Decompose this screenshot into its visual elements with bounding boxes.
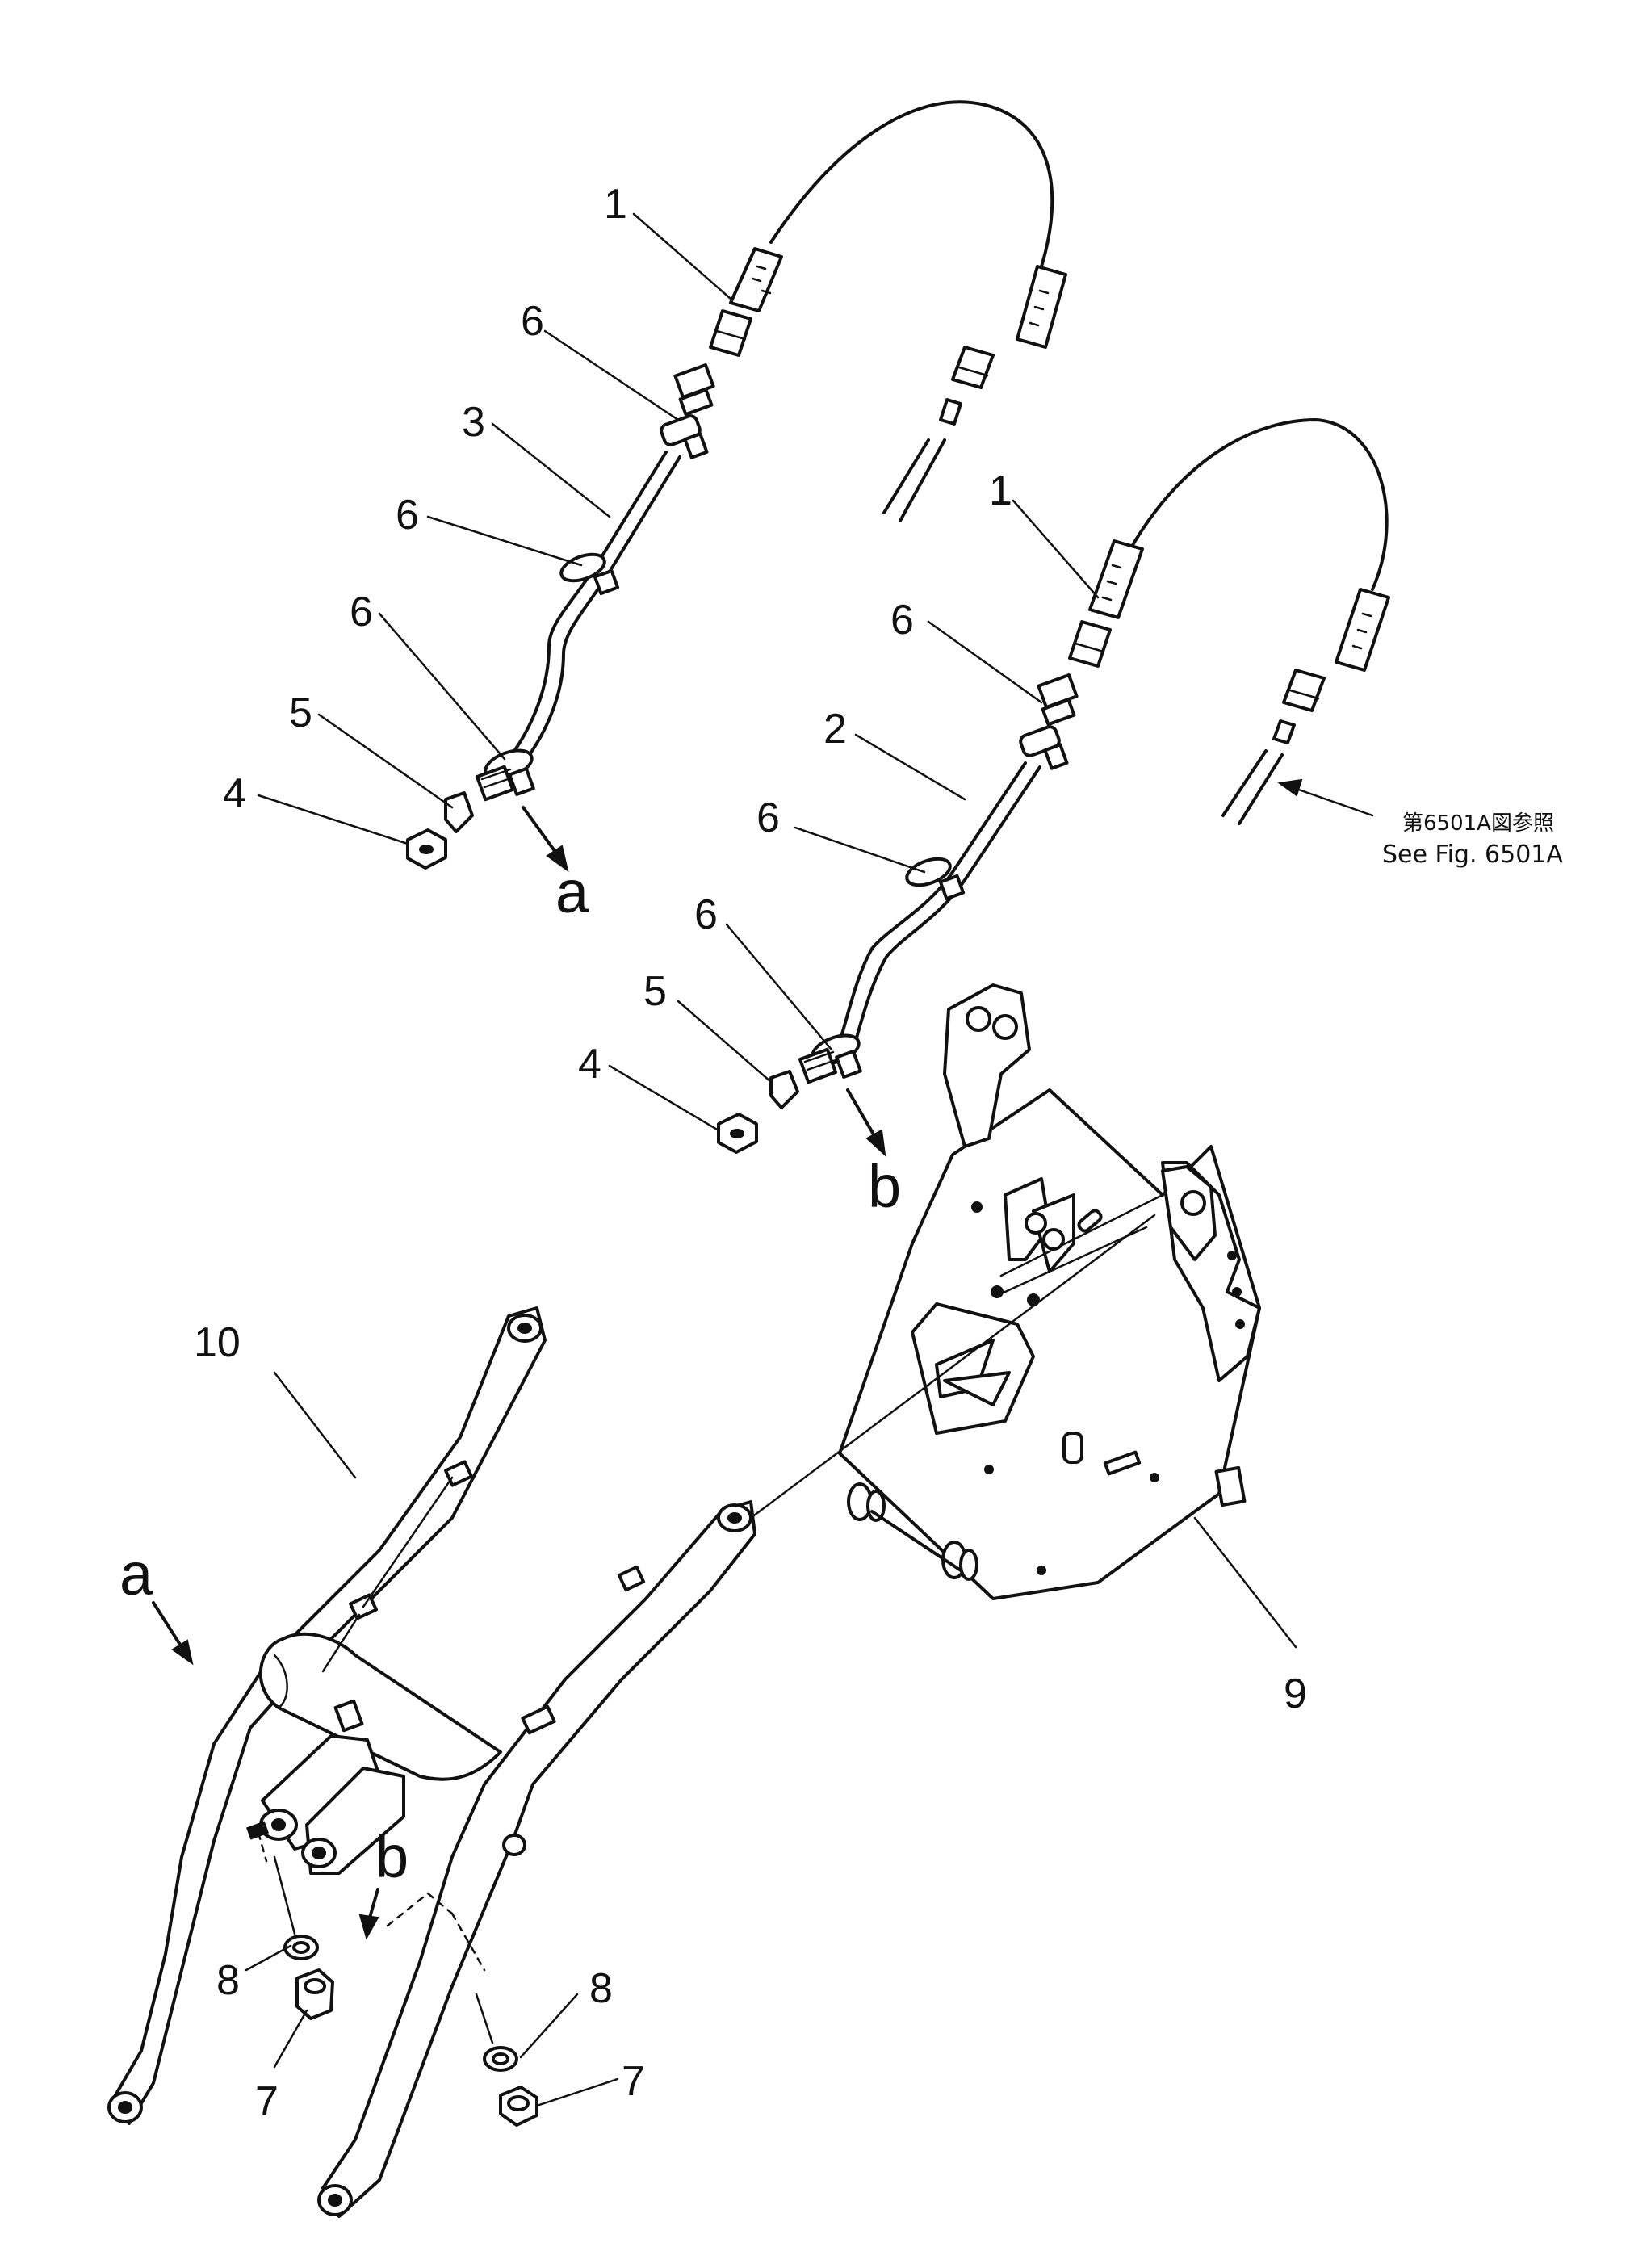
washer-8-right <box>483 2046 518 2072</box>
hose-loop-a <box>769 100 1054 268</box>
callout-2: 2 <box>823 706 847 753</box>
callout-6-lower-1: 6 <box>890 597 914 644</box>
hose-assembly-a <box>406 100 1067 873</box>
tube-top-fittings-b <box>1019 673 1079 770</box>
tube-2 <box>838 761 1027 1043</box>
elbow-fitting-b <box>798 1033 862 1084</box>
hose-fitting-a-right <box>882 265 1067 522</box>
frame-lower-pins <box>847 1432 1247 1581</box>
callout-8-left: 8 <box>216 1957 240 2004</box>
loader-frame-9 <box>838 983 1261 1600</box>
callout-3: 3 <box>462 399 485 446</box>
hose-fitting-b-right <box>1221 588 1390 825</box>
elbow-fitting-a <box>475 748 535 802</box>
lift-arm-right <box>321 1500 756 2218</box>
leader-lines <box>245 212 1297 2107</box>
callout-6-upper-2: 6 <box>396 492 419 539</box>
nut-4-a <box>406 828 447 870</box>
clamp-6-a-mid <box>559 552 620 596</box>
hose-assembly-b <box>717 418 1390 1157</box>
sleeve-5-b <box>769 1070 799 1109</box>
callout-8-right: 8 <box>589 1965 613 2012</box>
reference-jp: 第6501A図参照 <box>1402 811 1554 836</box>
connection-b-upper: b <box>868 1153 901 1220</box>
callout-5-lower: 5 <box>643 968 667 1015</box>
callout-4-upper: 4 <box>223 770 246 817</box>
lift-arm-10 <box>107 1214 1156 2218</box>
callout-9: 9 <box>1284 1671 1307 1717</box>
callout-6-lower-3: 6 <box>694 891 718 938</box>
tube-3 <box>507 451 668 761</box>
hose-fitting-a-left <box>709 247 783 357</box>
callout-5-upper: 5 <box>289 690 312 736</box>
arrow-from-a <box>152 1601 183 1649</box>
washer-8-left <box>283 1935 319 1960</box>
connection-a-lower: a <box>119 1541 153 1608</box>
callout-7-right: 7 <box>622 2058 645 2105</box>
callout-7-left: 7 <box>255 2078 279 2125</box>
callout-1-upper: 1 <box>604 181 627 228</box>
tube-top-fittings-a <box>660 363 715 459</box>
callout-6-upper-1: 6 <box>521 298 544 345</box>
arrow-to-a <box>522 806 559 856</box>
callout-10: 10 <box>194 1319 241 1366</box>
reference-arrow <box>1290 786 1374 817</box>
hose-loop-b <box>1129 418 1389 591</box>
callout-6-lower-2: 6 <box>756 794 780 841</box>
callout-6-upper-3: 6 <box>350 589 373 635</box>
callout-1-lower: 1 <box>989 467 1012 514</box>
nut-4-b <box>717 1113 758 1154</box>
sleeve-5-a <box>444 791 474 833</box>
connection-a-upper: a <box>555 858 589 925</box>
hose-fitting-b-left <box>1068 539 1144 668</box>
clamp-6-b-mid <box>905 857 966 901</box>
callout-4-lower: 4 <box>578 1041 601 1088</box>
nut-7-right <box>499 2086 538 2127</box>
cross-tube <box>258 1632 502 1781</box>
nut-7-left <box>295 1968 334 2020</box>
connection-b-lower: b <box>375 1823 409 1890</box>
arrow-to-b <box>846 1088 878 1140</box>
arrow-from-b <box>368 1888 379 1919</box>
callout-labels: 1 6 3 6 6 5 4 a 1 6 2 6 6 5 4 b 第6501A図参… <box>119 181 1563 2125</box>
reference-en: See Fig. 6501A <box>1382 841 1563 869</box>
